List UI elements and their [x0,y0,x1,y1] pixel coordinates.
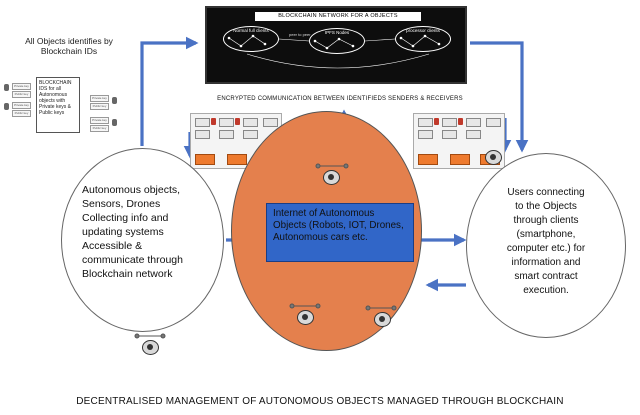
drone-icon [365,305,397,311]
robot-icon [485,150,502,165]
autonomous-objects-text: Autonomous objects, Sensors, Drones Coll… [82,184,183,280]
blockchain-network-panel: BLOCKCHAIN NETWORK FOR A OBJECTS Normal … [205,6,467,84]
public-key-pill: Public key [12,110,31,117]
public-key-pill: Public key [12,91,31,98]
network-node-processor-clients: processor clients [395,26,451,52]
encrypted-communication-label: ENCRYPTED COMMUNICATION BETWEEN IDENTIFI… [217,96,463,102]
process-step [418,130,433,139]
lock-icon [211,118,216,125]
peer-annotation: peer to peer [289,32,311,37]
process-step [442,118,457,127]
process-step [466,130,481,139]
key-icon [4,103,9,110]
process-step [418,118,433,127]
blockchain-ids-box: BLOCKCHAIN IDS for all Autonomous object… [36,77,80,133]
network-links [227,34,441,69]
process-step [195,118,210,127]
key-icon [4,84,9,91]
process-step [486,118,501,127]
arrow-network-to-right [470,41,529,153]
process-step [466,118,481,127]
drone-icon [134,333,166,339]
private-public-keys-right: Private key Public key Private key Publi… [90,95,130,135]
private-key-pill: Private key [12,83,31,90]
process-output [227,154,247,165]
users-text: Users connecting to the Objects through … [506,187,586,296]
network-node-full-clients: Normal full clients [223,26,279,52]
autonomous-objects-circle [61,148,224,332]
process-step [243,130,258,139]
process-step [219,118,234,127]
arrow-left-to-network [140,36,199,146]
private-key-pill: Private key [90,95,109,102]
lock-icon [434,118,439,125]
public-key-pill: Public key [90,103,109,110]
process-step [195,130,210,139]
process-step [219,130,234,139]
robot-icon [323,170,340,185]
drone-icon [289,303,321,309]
robot-icon [142,340,159,355]
lock-icon [235,118,240,125]
process-step [263,118,278,127]
key-icon [112,119,117,126]
private-key-pill: Private key [90,117,109,124]
private-key-pill: Private key [12,102,31,109]
top-note: All Objects identifies by Blockchain IDs [25,36,113,56]
diagram-caption: DECENTRALISED MANAGEMENT OF AUTONOMOUS O… [76,396,564,407]
network-title: BLOCKCHAIN NETWORK FOR A OBJECTS [255,12,421,21]
process-output [418,154,438,165]
key-icon [112,97,117,104]
private-public-keys-left: Private key Public key Private key Publi… [4,82,36,128]
process-output [450,154,470,165]
process-output [195,154,215,165]
process-step [442,130,457,139]
robot-icon [374,312,391,327]
robot-icon [297,310,314,325]
network-node-ipfs: IPFS Nodes [309,28,365,54]
lock-icon [458,118,463,125]
users-circle [466,153,626,338]
public-key-pill: Public key [90,125,109,132]
internet-of-objects-box: Internet of Autonomous Objects (Robots, … [266,203,414,262]
drone-icon [315,163,349,169]
process-step [243,118,258,127]
